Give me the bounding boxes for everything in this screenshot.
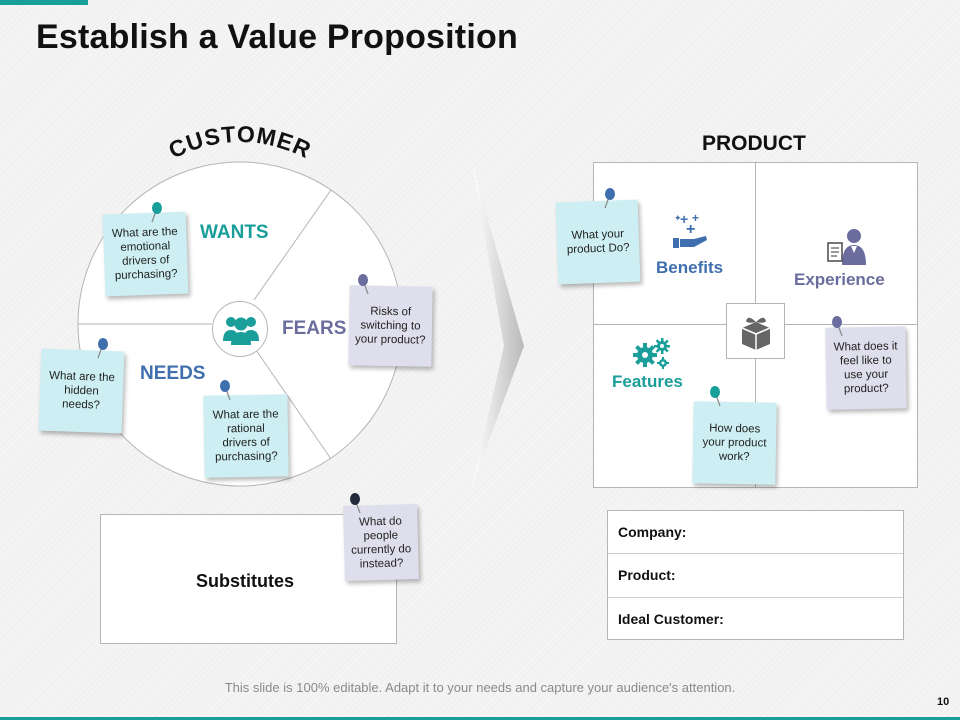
divider-upper-right <box>253 189 332 301</box>
top-accent-bar <box>0 0 88 5</box>
pushpin-icon <box>604 188 615 209</box>
page-title: Establish a Value Proposition <box>36 18 518 56</box>
product-row: Product: <box>608 554 903 598</box>
pushpin-icon <box>151 202 162 223</box>
people-icon-circle <box>212 301 268 357</box>
ideal-customer-row: Ideal Customer: <box>618 611 724 628</box>
features-label: Features <box>612 372 683 391</box>
sticky-note-substitutes: What do people currently do instead? <box>343 504 419 581</box>
product-heading: PRODUCT <box>702 132 806 155</box>
pushpin-icon <box>832 316 843 337</box>
divider-lower-right <box>255 349 332 460</box>
sticky-note-benefits: What your product Do? <box>555 199 641 285</box>
customer-heading: CUSTOMER <box>165 121 316 164</box>
bottom-accent-bar <box>0 717 960 720</box>
pushpin-icon <box>220 380 231 401</box>
company-row: Company: <box>608 511 903 555</box>
fears-label: FEARS <box>282 318 347 339</box>
svg-text:+: + <box>686 221 695 238</box>
sticky-note-fears: Risks of switching to your product? <box>348 285 433 367</box>
hand-sparkle-icon: + + + ✦ <box>673 211 707 248</box>
pushpin-icon <box>97 338 108 359</box>
sticky-note-features: How does your product work? <box>692 401 777 485</box>
sticky-note-needs: What are the hidden needs? <box>38 348 125 434</box>
sticky-note-experience: What does it feel like to use your produ… <box>825 326 907 410</box>
gift-box-frame <box>726 303 785 359</box>
svg-text:+: + <box>692 211 699 225</box>
svg-text:✦: ✦ <box>674 213 682 223</box>
benefits-label: Benefits <box>656 258 724 277</box>
pushpin-icon <box>358 274 369 295</box>
gears-icon <box>633 338 670 369</box>
svg-text:+: + <box>680 211 688 227</box>
experience-label: Experience <box>794 270 885 289</box>
sticky-note-wants: What are the emotional drivers of purcha… <box>102 211 189 297</box>
page-number: 10 <box>937 696 950 708</box>
needs-label: NEEDS <box>140 363 206 384</box>
footer-text: This slide is 100% editable. Adapt it to… <box>224 680 736 695</box>
sticky-note-rational: What are the rational drivers of purchas… <box>203 394 289 478</box>
person-document-icon <box>827 229 866 265</box>
substitutes-label: Substitutes <box>196 571 295 591</box>
wants-label: WANTS <box>200 222 269 243</box>
info-table: Company: Product: Ideal Customer: <box>607 510 904 640</box>
right-arrow-shape <box>472 164 524 486</box>
people-icon <box>223 317 259 345</box>
pushpin-icon <box>350 493 361 514</box>
gift-box-icon <box>741 317 771 350</box>
pushpin-icon <box>710 386 721 407</box>
